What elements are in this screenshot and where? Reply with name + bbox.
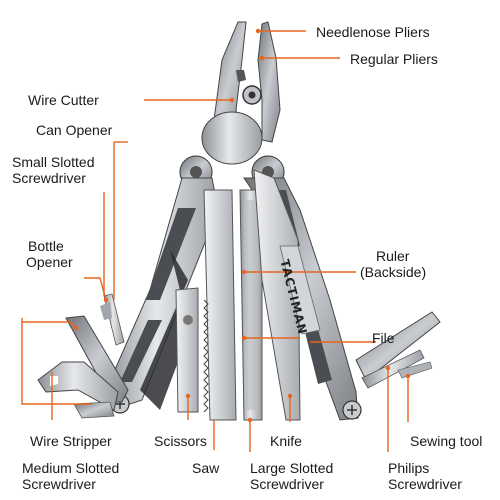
label-scissors: Scissors	[154, 433, 207, 449]
label-wire-stripper: Wire Stripper	[30, 433, 112, 449]
label-ruler: Ruler (Backside)	[360, 248, 426, 280]
file-tool	[239, 189, 263, 421]
right-side-tools	[355, 311, 441, 389]
brand-plate	[279, 245, 321, 335]
saw-tool	[203, 189, 237, 421]
label-can-opener: Can Opener	[36, 122, 113, 138]
pliers-jaws	[211, 21, 281, 143]
scissors-tool	[175, 287, 199, 413]
label-bottle-opener: Bottle Opener	[26, 238, 73, 270]
left-handle	[105, 177, 219, 414]
leader-lines	[21, 30, 409, 452]
label-medium-slotted-line2: Screwdriver	[22, 476, 96, 492]
label-sewing-tool: Sewing tool	[410, 433, 483, 449]
small-tools	[100, 293, 125, 346]
label-bottle-opener-line1: Bottle	[28, 238, 64, 254]
label-ruler-line2: (Backside)	[360, 264, 427, 280]
label-saw: Saw	[192, 460, 220, 476]
label-small-slotted-line1: Small Slotted	[12, 154, 95, 170]
knife-blade	[253, 169, 301, 421]
label-knife: Knife	[270, 433, 302, 449]
label-small-slotted-screwdriver: Small Slotted Screwdriver	[12, 154, 94, 186]
label-medium-slotted-line1: Medium Slotted	[22, 460, 120, 476]
label-large-slotted-line1: Large Slotted	[250, 460, 334, 476]
label-bottle-opener-line2: Opener	[26, 254, 73, 270]
label-small-slotted-line2: Screwdriver	[12, 170, 86, 186]
left-side-tools	[37, 315, 129, 419]
label-file: File	[372, 330, 395, 346]
label-medium-slotted-screwdriver: Medium Slotted Screwdriver	[22, 460, 119, 492]
label-philips-line1: Philips	[388, 460, 430, 476]
label-large-slotted-screwdriver: Large Slotted Screwdriver	[250, 460, 333, 492]
label-large-slotted-line2: Screwdriver	[250, 476, 324, 492]
label-regular-pliers: Regular Pliers	[350, 51, 438, 67]
label-wire-cutter: Wire Cutter	[28, 92, 99, 108]
leader-dots	[73, 28, 411, 423]
label-ruler-line1: Ruler	[376, 248, 410, 264]
label-philips-screwdriver: Philips Screwdriver	[388, 460, 462, 492]
label-philips-line2: Screwdriver	[388, 476, 462, 492]
label-needlenose-pliers: Needlenose Pliers	[316, 24, 430, 40]
